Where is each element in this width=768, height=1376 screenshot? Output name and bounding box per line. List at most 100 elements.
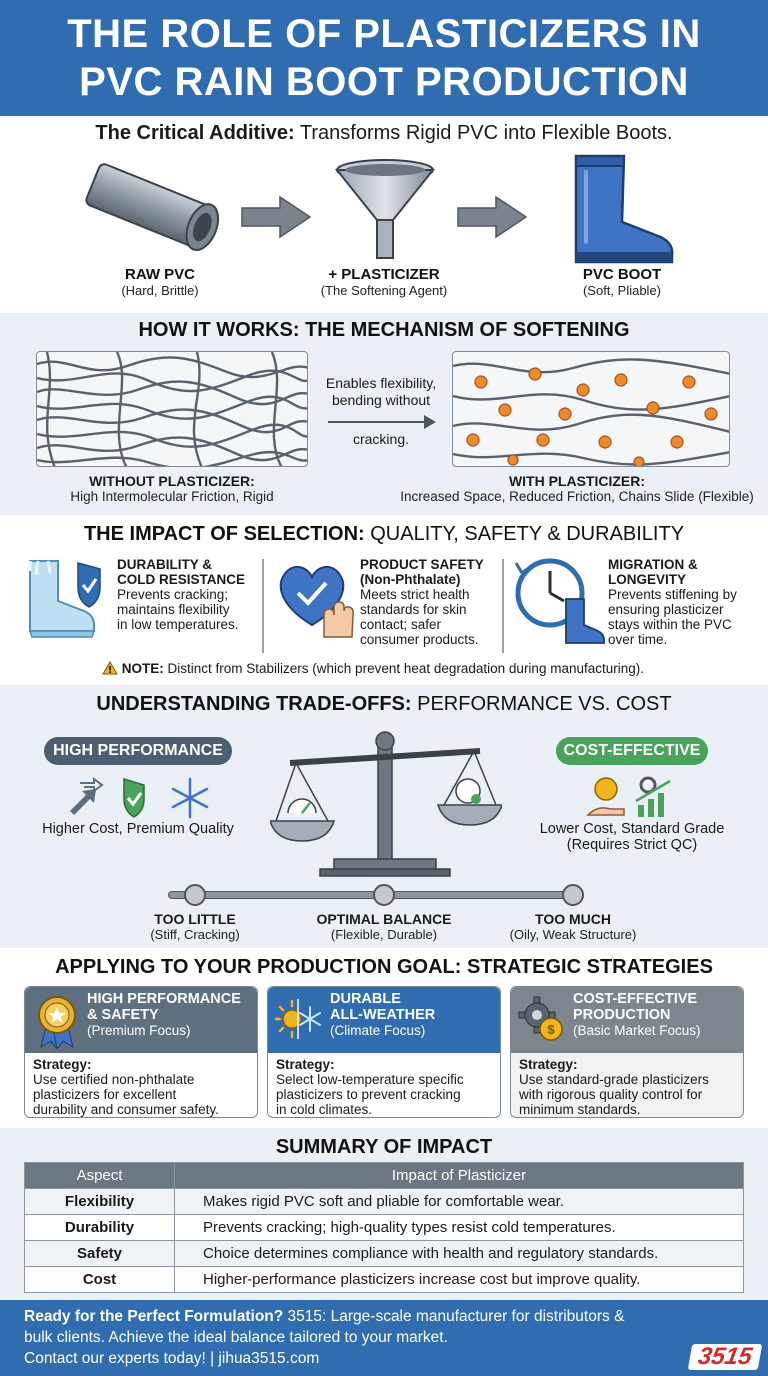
middle-line: cracking. bbox=[352, 431, 410, 447]
scale-label: TOO LITTLE bbox=[154, 911, 236, 927]
impact-item-safety: PRODUCT SAFETY (Non-Phthalate) Meets str… bbox=[360, 557, 510, 647]
high-performance-pill: HIGH PERFORMANCE bbox=[44, 737, 232, 765]
body-line: standards for skin bbox=[360, 602, 467, 617]
card-body: Strategy: Select low-temperature specifi… bbox=[276, 1057, 498, 1117]
table-row: Safety Choice determines compliance with… bbox=[24, 1240, 744, 1267]
tradeoffs-section: UNDERSTANDING TRADE-OFFS: PERFORMANCE VS… bbox=[0, 685, 768, 948]
cell-aspect: Durability bbox=[24, 1214, 175, 1241]
cell-impact: Prevents cracking; high-quality types re… bbox=[174, 1214, 744, 1241]
performance-icons bbox=[70, 777, 209, 819]
middle-line: bending without bbox=[331, 392, 431, 408]
body-line: Prevents cracking; bbox=[117, 587, 229, 602]
arrow-right-icon bbox=[241, 195, 312, 239]
card-title-line: & SAFETY bbox=[87, 1007, 159, 1023]
caption-sub: High Intermolecular Friction, Rigid bbox=[70, 489, 274, 504]
card-title: COST-EFFECTIVE PRODUCTION (Basic Market … bbox=[573, 991, 743, 1039]
cost-sub-line: (Requires Strict QC) bbox=[566, 837, 698, 853]
slider-knob-too-little bbox=[184, 884, 206, 906]
column-header-aspect: Aspect bbox=[24, 1162, 175, 1189]
intro-heading-bold: The Critical Additive: bbox=[95, 122, 295, 144]
card-title-line: HIGH PERFORMANCE bbox=[87, 991, 241, 1007]
column-header-impact: Impact of Plasticizer bbox=[174, 1162, 744, 1189]
table-row: Flexibility Makes rigid PVC soft and pli… bbox=[24, 1188, 744, 1215]
body-line: Meets strict health bbox=[360, 587, 470, 602]
heart-hand-icon bbox=[279, 566, 354, 638]
warning-icon bbox=[102, 661, 118, 675]
cell-impact: Makes rigid PVC soft and pliable for com… bbox=[174, 1188, 744, 1215]
strategy-card-all-weather: DURABLE ALL-WEATHER (Climate Focus) Stra… bbox=[267, 986, 501, 1118]
pipe-icon bbox=[85, 163, 220, 251]
mechanism-heading: HOW IT WORKS: THE MECHANISM OF SOFTENING bbox=[138, 319, 630, 341]
step-raw-pvc: RAW PVC (Hard, Brittle) bbox=[60, 266, 260, 298]
scale-sub: (Stiff, Cracking) bbox=[150, 927, 240, 942]
table-header-row: Aspect Impact of Plasticizer bbox=[24, 1162, 744, 1189]
impact-item-body: Prevents stiffening by ensuring plastici… bbox=[608, 587, 768, 647]
footer-line-1: 3515: Large-scale manufacturer for distr… bbox=[283, 1308, 625, 1325]
strategy-card-high-performance: HIGH PERFORMANCE & SAFETY (Premium Focus… bbox=[24, 986, 258, 1118]
cell-impact: Higher-performance plasticizers increase… bbox=[174, 1266, 744, 1293]
body-line: minimum standards. bbox=[519, 1102, 641, 1117]
table-row: Cost Higher-performance plasticizers inc… bbox=[24, 1266, 744, 1293]
high-performance-sub: Higher Cost, Premium Quality bbox=[42, 821, 234, 837]
award-ribbon-icon bbox=[38, 996, 76, 1049]
slider-knob-too-much bbox=[562, 884, 584, 906]
header-banner bbox=[0, 0, 768, 116]
gear-coin-icon: $ bbox=[518, 996, 563, 1041]
cost-icons bbox=[586, 776, 671, 817]
cell-aspect: Flexibility bbox=[24, 1188, 175, 1215]
impact-item-body: Meets strict health standards for skin c… bbox=[360, 587, 510, 647]
body-line: in cold climates. bbox=[276, 1102, 373, 1117]
footer-contact-link[interactable]: Contact our experts today! | jihua3515.c… bbox=[24, 1350, 320, 1367]
cost-effective-sub: Lower Cost, Standard Grade (Requires Str… bbox=[510, 821, 754, 853]
scale-too-little: TOO LITTLE (Stiff, Cracking) bbox=[110, 911, 280, 942]
strategy-label: Strategy: bbox=[33, 1057, 92, 1072]
step-label: RAW PVC bbox=[124, 266, 195, 283]
body-line: over time. bbox=[608, 632, 668, 647]
mechanism-middle-text: Enables flexibility, bending without bbox=[316, 375, 446, 409]
card-title: DURABLE ALL-WEATHER (Climate Focus) bbox=[330, 991, 500, 1039]
body-line: durability and consumer safety. bbox=[33, 1102, 219, 1117]
slider-knob-optimal bbox=[373, 884, 395, 906]
card-title-line: PRODUCTION bbox=[573, 1007, 671, 1023]
body-line: ensuring plasticizer bbox=[608, 602, 724, 617]
footer-text: Ready for the Perfect Formulation? 3515:… bbox=[24, 1306, 764, 1369]
note-rest: Distinct from Stabilizers (which prevent… bbox=[163, 661, 644, 676]
strategies-section: APPLYING TO YOUR PRODUCTION GOAL: STRATE… bbox=[0, 948, 768, 1128]
summary-table: Aspect Impact of Plasticizer Flexibility… bbox=[24, 1162, 744, 1293]
scale-label: TOO MUCH bbox=[535, 911, 611, 927]
card-focus: (Premium Focus) bbox=[87, 1023, 191, 1038]
svg-text:$: $ bbox=[547, 1022, 555, 1037]
card-focus: (Basic Market Focus) bbox=[573, 1023, 701, 1038]
footer-line-2: bulk clients. Achieve the ideal balance … bbox=[24, 1329, 448, 1346]
title-line-2: PVC RAIN BOOT PRODUCTION bbox=[79, 60, 689, 104]
card-focus: (Climate Focus) bbox=[330, 1023, 426, 1038]
scale-optimal: OPTIMAL BALANCE (Flexible, Durable) bbox=[294, 911, 474, 942]
strategy-label: Strategy: bbox=[519, 1057, 578, 1072]
cost-sub-line: Lower Cost, Standard Grade bbox=[539, 821, 725, 837]
cost-effective-pill: COST-EFFECTIVE bbox=[556, 737, 708, 765]
clock-boot-icon bbox=[514, 558, 605, 644]
note-line: NOTE: Distinct from Stabilizers (which p… bbox=[102, 661, 766, 676]
impact-item-body: Prevents cracking; maintains flexibility… bbox=[117, 587, 267, 632]
footer-banner: Ready for the Perfect Formulation? 3515:… bbox=[0, 1300, 768, 1376]
tradeoffs-heading-rest: PERFORMANCE VS. COST bbox=[411, 693, 672, 715]
body-line: stays within the PVC bbox=[608, 617, 732, 632]
step-sub: (The Softening Agent) bbox=[320, 283, 448, 298]
card-title-line: COST-EFFECTIVE bbox=[573, 991, 698, 1007]
divider bbox=[502, 559, 504, 653]
body-line: Use standard-grade plasticizers bbox=[519, 1072, 709, 1087]
body-line: Prevents stiffening by bbox=[608, 587, 737, 602]
impact-section: THE IMPACT OF SELECTION: QUALITY, SAFETY… bbox=[0, 515, 768, 685]
impact-heading-bold: THE IMPACT OF SELECTION: bbox=[83, 523, 365, 545]
impact-heading-rest: QUALITY, SAFETY & DURABILITY bbox=[364, 523, 685, 545]
impact-item-migration: MIGRATION & LONGEVITY Prevents stiffenin… bbox=[608, 557, 768, 647]
cell-aspect: Cost bbox=[24, 1266, 175, 1293]
card-title-line: ALL-WEATHER bbox=[330, 1007, 436, 1023]
body-line: consumer products. bbox=[360, 632, 479, 647]
step-plasticizer: + PLASTICIZER (The Softening Agent) bbox=[284, 266, 484, 298]
sun-snowflake-icon bbox=[274, 999, 321, 1039]
impact-item-title: (Non-Phthalate) bbox=[360, 572, 461, 587]
step-pvc-boot: PVC BOOT (Soft, Pliable) bbox=[522, 266, 722, 298]
tangled-chains-diagram bbox=[36, 351, 308, 467]
card-body: Strategy: Use certified non-phthalate pl… bbox=[33, 1057, 255, 1117]
